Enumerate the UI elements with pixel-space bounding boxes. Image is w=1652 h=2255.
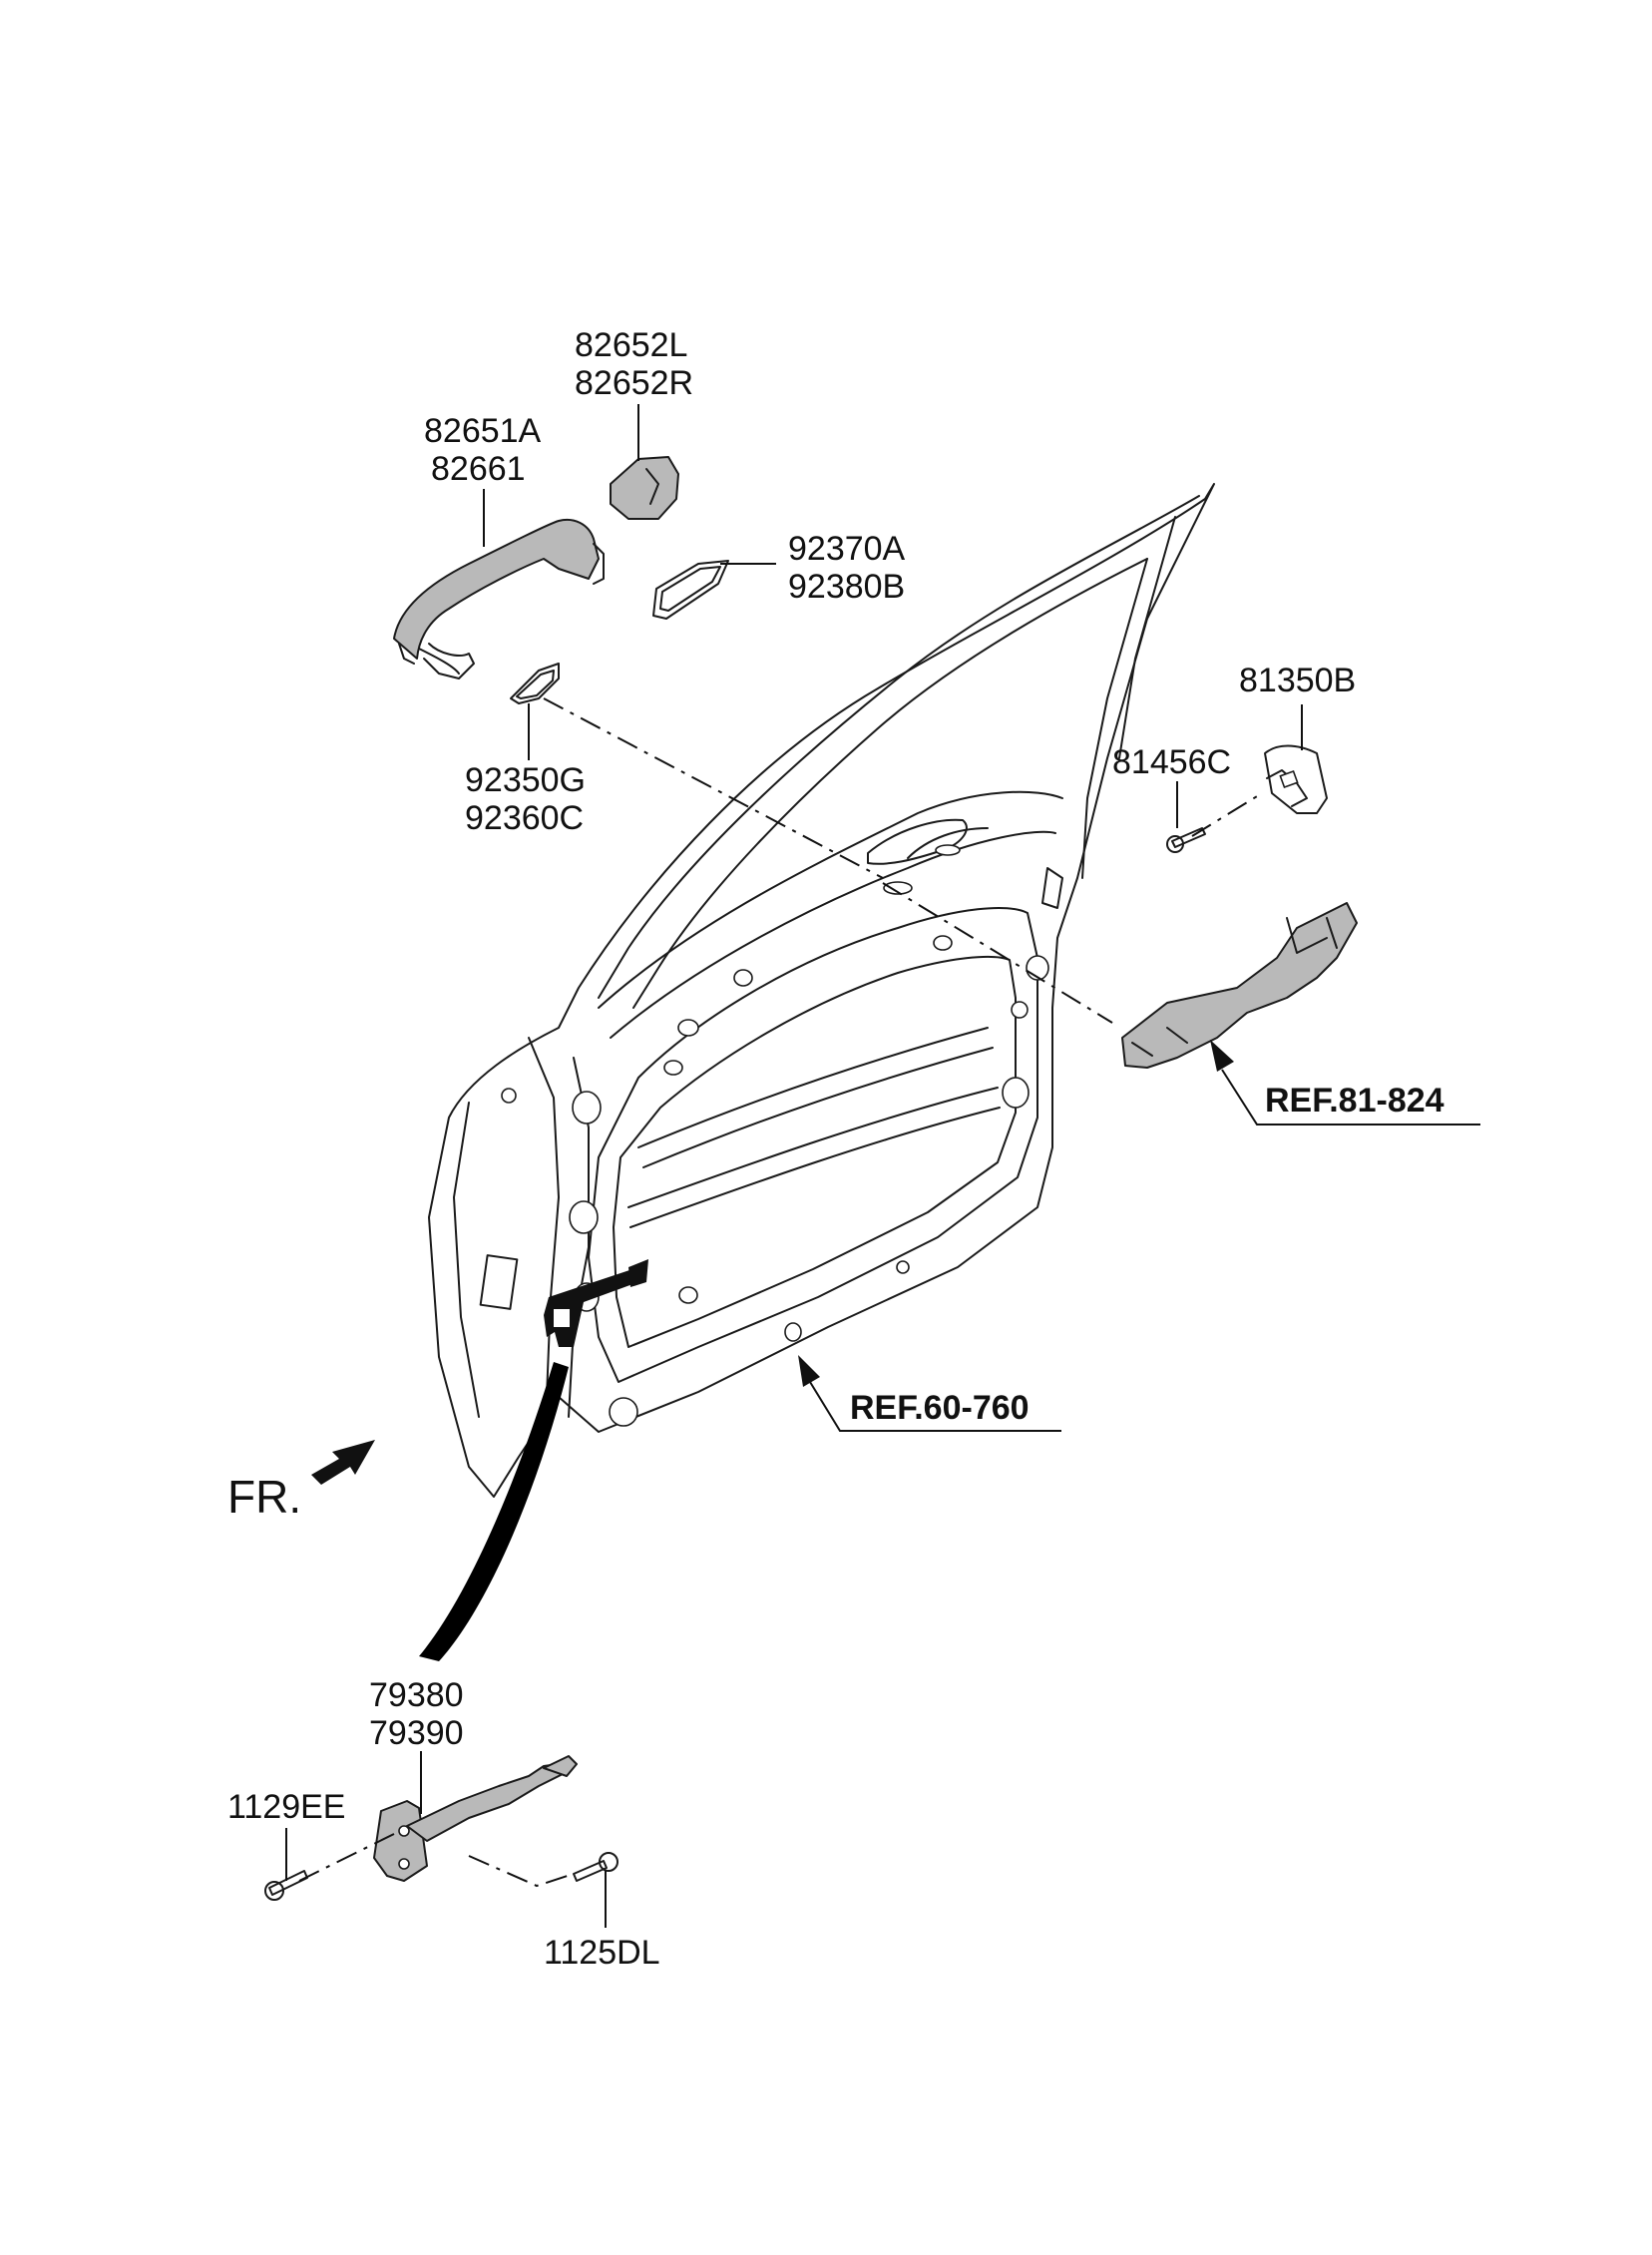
assembly-line-1125dl — [468, 1855, 575, 1888]
label-92360c: 92360C — [465, 799, 584, 837]
label-81350b: 81350B — [1239, 662, 1356, 699]
label-82652l: 82652L — [575, 326, 687, 364]
ref-81-824-pointer — [1210, 1040, 1480, 1126]
handle-cap — [610, 456, 679, 520]
outside-handle — [393, 519, 605, 679]
ref-81-824-label: REF.81-824 — [1265, 1082, 1445, 1120]
label-92370a: 92370A — [788, 530, 906, 568]
ref-60-760-label: REF.60-760 — [850, 1389, 1030, 1427]
gasket-rear — [652, 560, 729, 620]
striker-bolt — [1166, 827, 1206, 853]
ref-60-760-pointer — [798, 1355, 1061, 1432]
detail-leader-curve — [419, 1362, 569, 1661]
door-striker — [1264, 744, 1328, 814]
front-direction-label: FR. — [227, 1471, 301, 1523]
door-check-link — [373, 1755, 578, 1882]
handle-carrier-bracket — [1121, 902, 1358, 1069]
bolt-1125dl — [573, 1852, 619, 1882]
label-1125dl: 1125DL — [544, 1934, 660, 1972]
assembly-line-handle — [882, 882, 1113, 1024]
gasket-front — [510, 663, 560, 704]
label-92350g: 92350G — [465, 761, 586, 799]
label-82661: 82661 — [431, 450, 526, 488]
assembly-line-gasket — [543, 697, 884, 879]
label-1129ee: 1129EE — [227, 1788, 345, 1826]
assembly-line-1129ee — [298, 1833, 395, 1882]
label-79380: 79380 — [369, 1676, 464, 1714]
label-79390: 79390 — [369, 1714, 464, 1752]
front-direction-arrow — [311, 1440, 375, 1485]
label-81456c: 81456C — [1112, 743, 1231, 781]
label-92380b: 92380B — [788, 568, 905, 606]
front-door-panel — [428, 483, 1215, 1498]
assembly-line-striker — [1191, 792, 1263, 837]
label-82651a: 82651A — [424, 412, 542, 450]
label-82652r: 82652R — [575, 364, 693, 402]
